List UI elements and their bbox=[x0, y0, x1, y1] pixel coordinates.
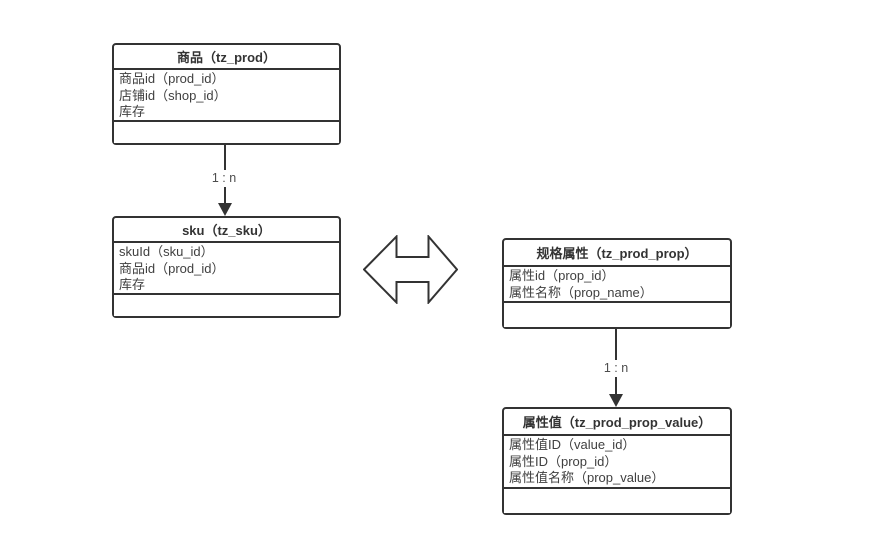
entity-field: 库存 bbox=[119, 277, 146, 292]
entity-prod: 商品（tz_prod） 商品id（prod_id） 店铺id（shop_id） … bbox=[112, 43, 341, 145]
entity-prod-prop-title: 规格属性（tz_prod_prop） bbox=[504, 240, 730, 267]
entity-footer-empty bbox=[504, 303, 730, 327]
entity-field: 属性id（prop_id） bbox=[509, 268, 615, 283]
entity-prod-prop-value: 属性值（tz_prod_prop_value） 属性值ID（value_id） … bbox=[502, 407, 732, 515]
entity-prod-prop-fields: 属性id（prop_id） 属性名称（prop_name） bbox=[504, 267, 730, 303]
entity-field: 商品id（prod_id） bbox=[119, 71, 225, 86]
entity-sku: sku（tz_sku） skuId（sku_id） 商品id（prod_id） … bbox=[112, 216, 341, 318]
entity-footer-empty bbox=[114, 295, 339, 316]
entity-field: 属性名称（prop_name） bbox=[509, 284, 653, 300]
entity-field: 店铺id（shop_id） bbox=[119, 87, 227, 103]
relation-label-prop-value: 1 : n bbox=[593, 360, 639, 377]
entity-field: 属性值ID（value_id） bbox=[509, 437, 636, 452]
entity-field: 属性ID（prop_id） bbox=[509, 453, 618, 469]
arrowhead-down-icon bbox=[609, 394, 623, 407]
entity-footer-empty bbox=[504, 489, 730, 513]
entity-field: 库存 bbox=[119, 104, 146, 119]
entity-field: 属性值名称（prop_value） bbox=[509, 470, 665, 485]
entity-prod-prop: 规格属性（tz_prod_prop） 属性id（prop_id） 属性名称（pr… bbox=[502, 238, 732, 329]
entity-field: skuId（sku_id） bbox=[119, 244, 214, 259]
arrowhead-down-icon bbox=[218, 203, 232, 216]
entity-sku-fields: skuId（sku_id） 商品id（prod_id） 库存 bbox=[114, 243, 339, 295]
entity-prod-prop-value-title: 属性值（tz_prod_prop_value） bbox=[504, 409, 730, 436]
entity-sku-title: sku（tz_sku） bbox=[114, 218, 339, 243]
relation-label-prod-sku: 1 : n bbox=[201, 170, 247, 187]
entity-field: 商品id（prod_id） bbox=[119, 260, 225, 276]
both-directions-arrow-icon bbox=[363, 235, 458, 304]
entity-prod-title: 商品（tz_prod） bbox=[114, 45, 339, 70]
entity-prod-prop-value-fields: 属性值ID（value_id） 属性ID（prop_id） 属性值名称（prop… bbox=[504, 436, 730, 489]
entity-prod-fields: 商品id（prod_id） 店铺id（shop_id） 库存 bbox=[114, 70, 339, 122]
entity-footer-empty bbox=[114, 122, 339, 143]
